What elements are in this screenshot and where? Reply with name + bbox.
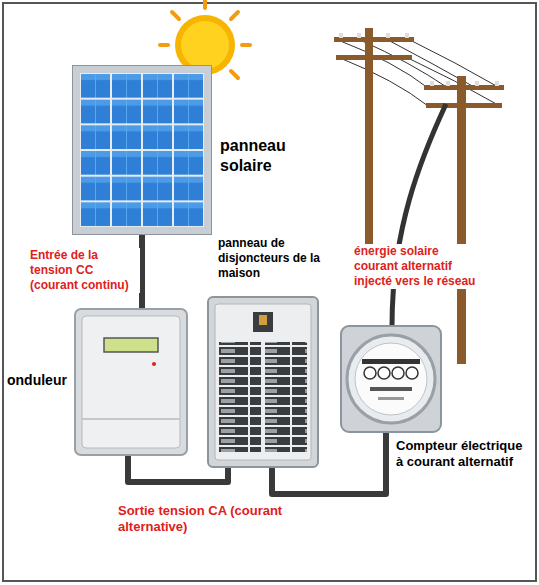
breaker-panel [207,296,319,468]
inverter-unit: onduleur [74,308,188,456]
power-lines [338,40,500,106]
wire-label: Entrée de la tension CC (courant continu… [30,248,140,293]
part-label: onduleur [7,372,73,390]
annotation-label: énergie solaire courant alternatif injec… [354,244,478,289]
part-label: Compteur électrique à courant alternatif [396,438,532,471]
utility-pole [334,28,504,364]
part-label: panneau solaire [220,136,330,176]
meter-unit: Compteur électrique à courant alternatif [340,325,442,433]
solar-panel-unit: panneau solaire [72,65,212,235]
electric-meter [340,325,442,433]
service-cable [392,104,446,326]
breaker-panel-unit: panneau de disjoncteurs de la maison [207,296,319,468]
wire-label: Sortie tension CA (courant alternative) [118,503,296,536]
part-label: panneau de disjoncteurs de la maison [218,236,340,281]
solar-panel [72,65,212,235]
inverter-box [74,308,188,456]
frame [3,3,536,581]
